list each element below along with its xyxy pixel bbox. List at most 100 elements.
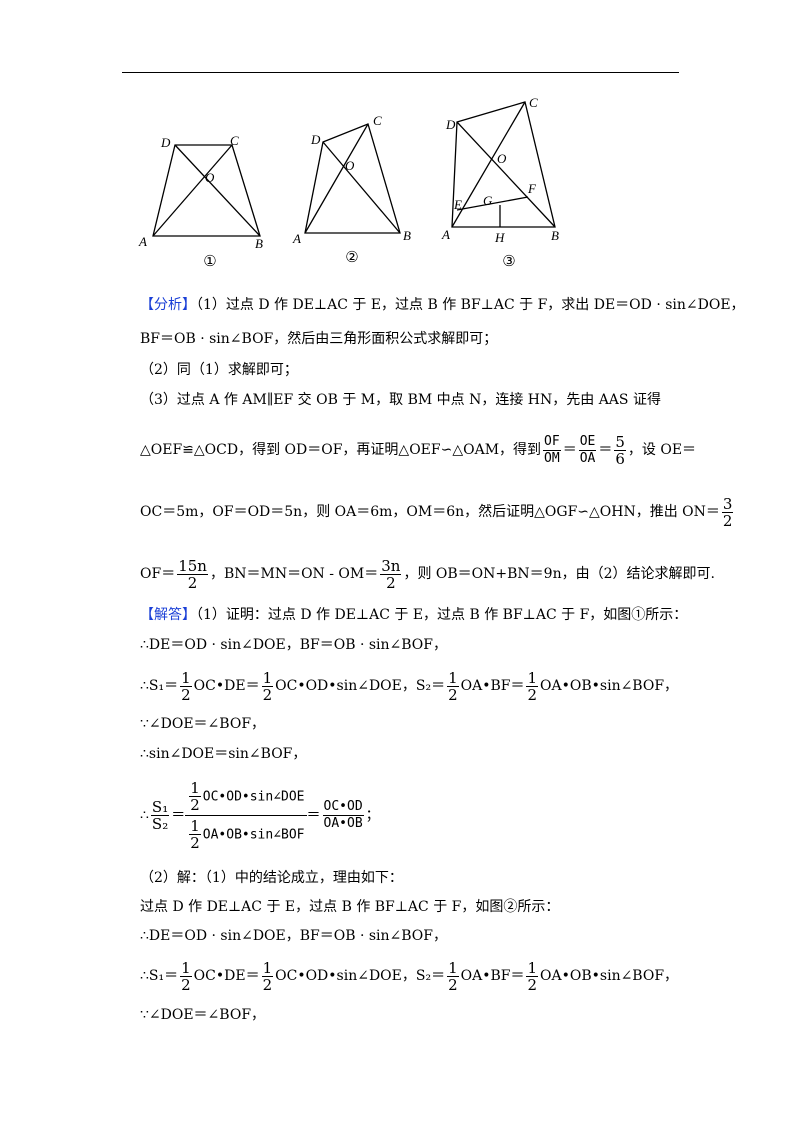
fraction-num: 3n [381, 556, 401, 575]
fraction-den: 2 [526, 975, 539, 994]
figure-2: D C O A B [285, 100, 425, 250]
analysis-text-6a: OC＝5m，OF＝OD＝5n，则 OA＝6m，OM＝6n，然后证明△OGF∽△O… [140, 504, 720, 520]
therefore-sign: ∴ [140, 807, 149, 824]
equals-sign: ＝ [598, 442, 613, 458]
fraction-num: 3 [722, 494, 733, 513]
fig3-label-d: D [445, 117, 456, 132]
figure-2-drawing: D C O A B [292, 113, 411, 246]
analysis-text-1: （1）过点 D 作 DE⊥AC 于 E，过点 B 作 BF⊥AC 于 F，求出 … [196, 297, 745, 313]
numerator-expression: OC•OD•sin∠DOE [202, 789, 305, 805]
fraction-num: 1 [448, 668, 458, 687]
fig3-label-c: C [529, 95, 538, 110]
fraction-den: OM [543, 449, 561, 466]
analysis-text-7c: ，则 OB＝ON+BN＝9n，由（2）结论求解即可. [403, 566, 715, 582]
figure-1: D C O A B [135, 100, 275, 250]
fig2-label-b: B [403, 228, 411, 243]
fraction-num: OE [579, 433, 596, 449]
fig2-label-d: D [310, 132, 321, 147]
analysis-line-3: （2）同（1）求解即可； [140, 362, 298, 378]
figure-3-drawing: D C O F G E A H B [441, 95, 559, 245]
solution-text-3e: OA•OB•sin∠BOF， [540, 678, 679, 694]
fraction-den: S₂ [150, 815, 170, 833]
analysis-line-6: OC＝5m，OF＝OD＝5n，则 OA＝6m，OM＝6n，然后证明△OGF∽△O… [140, 492, 735, 532]
fraction-num: 1 [262, 958, 273, 977]
solution-line-7: （2）解：（1）中的结论成立，理由如下： [140, 870, 403, 886]
fig3-label-a: A [441, 227, 450, 242]
fraction-den: 2 [189, 834, 201, 852]
denominator-expression: OA•OB•sin∠BOF [202, 827, 305, 843]
figure-3-caption: ③ [502, 252, 516, 270]
fraction-den: OA•OB [322, 815, 364, 831]
fig2-label-a: A [292, 231, 301, 246]
analysis-text-5b: ，设 OE＝ [627, 442, 697, 458]
fig2-label-o: O [345, 158, 355, 173]
analysis-line-2: BF＝OB · sin∠BOF，然后由三角形面积公式求解即可； [140, 331, 498, 347]
solution-line-8: 过点 D 作 DE⊥AC 于 E，过点 B 作 BF⊥AC 于 F，如图②所示： [140, 899, 560, 915]
fig3-label-e: E [453, 197, 462, 212]
solution-text-10c: OC•OD•sin∠DOE，S₂＝ [275, 968, 446, 984]
fig1-label-d: D [160, 135, 171, 150]
equals-sign: ＝ [171, 807, 186, 824]
analysis-text-5a: △OEF≌△OCD，得到 OD＝OF，再证明△OEF∽△OAM，得到 [140, 442, 542, 458]
figure-2-caption: ② [345, 248, 359, 266]
fraction-num: S₁ [151, 798, 169, 816]
fig2-label-c: C [373, 113, 382, 128]
fraction-den: 2 [189, 796, 201, 814]
fraction-num: OF [544, 433, 560, 449]
fraction-num: 1 [181, 958, 191, 977]
analysis-text-7b: ，BN＝MN＝ON - OM＝ [209, 566, 379, 582]
equals-sign: ＝ [562, 442, 577, 458]
analysis-line-4: （3）过点 A 作 AM∥EF 交 OB 于 M，取 BM 中点 N，连接 HN… [140, 392, 661, 408]
fig3-label-g: G [483, 193, 493, 208]
fraction-num: 1 [527, 668, 538, 687]
solution-tag: 【解答】 [140, 607, 196, 623]
equals-sign: ＝ [306, 807, 321, 824]
fraction-den: 2 [526, 685, 539, 704]
solution-text-3d: OA•BF＝ [460, 678, 525, 694]
solution-text-10d: OA•BF＝ [460, 968, 525, 984]
fraction-den: 2 [180, 685, 192, 704]
fraction-den: 2 [447, 685, 459, 704]
fig1-label-o: O [205, 170, 215, 185]
s1-label: ∴S₁＝ [140, 678, 179, 694]
solution-line-2: ∴DE＝OD · sin∠DOE，BF＝OB · sin∠BOF， [140, 637, 448, 653]
solution-line-11: ∵∠DOE＝∠BOF， [140, 1007, 266, 1023]
fraction-num: 15n [178, 556, 207, 575]
solution-text-10b: OC•DE＝ [193, 968, 260, 984]
fraction-num: 1 [448, 958, 458, 977]
fraction-num: 1 [527, 958, 538, 977]
fraction-den: 2 [447, 975, 459, 994]
fraction-num: OC•OD [323, 799, 363, 814]
fraction-den: OA [578, 449, 597, 466]
fraction-den: 2 [261, 685, 274, 704]
fraction-num: 5 [615, 432, 625, 451]
semicolon: ； [365, 807, 380, 824]
fig1-label-a: A [138, 234, 147, 249]
analysis-tag: 【分析】 [140, 297, 196, 313]
solution-text-3c: OC•OD•sin∠DOE，S₂＝ [275, 678, 446, 694]
fig3-label-f: F [527, 181, 537, 196]
figure-3: D C O F G E A H B [440, 92, 580, 252]
